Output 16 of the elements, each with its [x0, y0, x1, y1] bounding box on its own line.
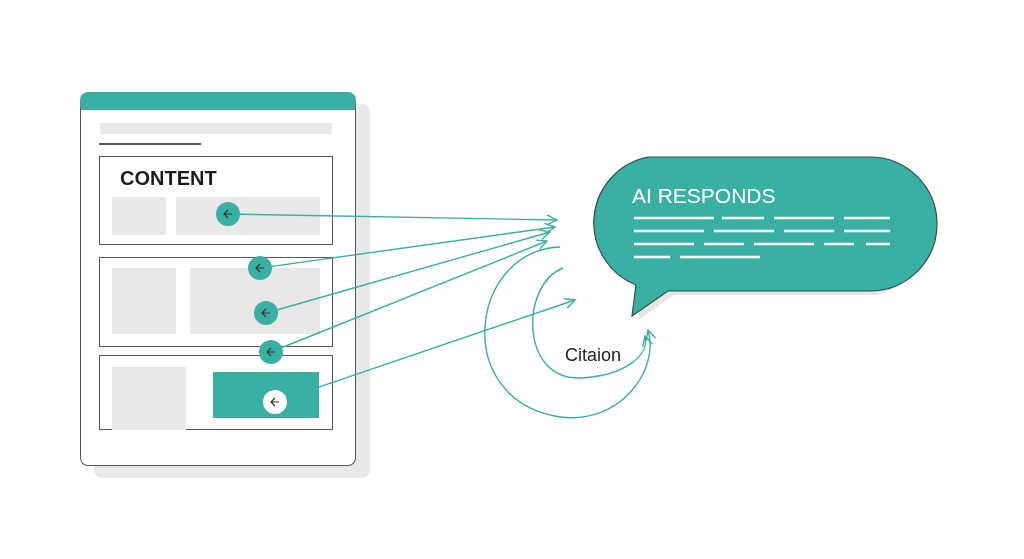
- arrow: [239, 213, 558, 226]
- arrow: [281, 239, 548, 349]
- arrow: [271, 222, 556, 268]
- arrow: [276, 229, 551, 311]
- highlighted-block: [213, 372, 319, 418]
- section-heading: CONTENT: [120, 167, 217, 190]
- arrow: [285, 297, 576, 399]
- arrow-circle: [248, 256, 272, 280]
- bubble-heading: AI RESPONDS: [632, 184, 776, 208]
- content-section: [99, 257, 333, 347]
- curved-arrow: [532, 267, 652, 379]
- content-section: [99, 156, 333, 245]
- content-section: [99, 355, 333, 430]
- arrow-circle: [259, 340, 283, 364]
- arrow-circle: [263, 390, 287, 414]
- curved-arrow: [484, 246, 656, 419]
